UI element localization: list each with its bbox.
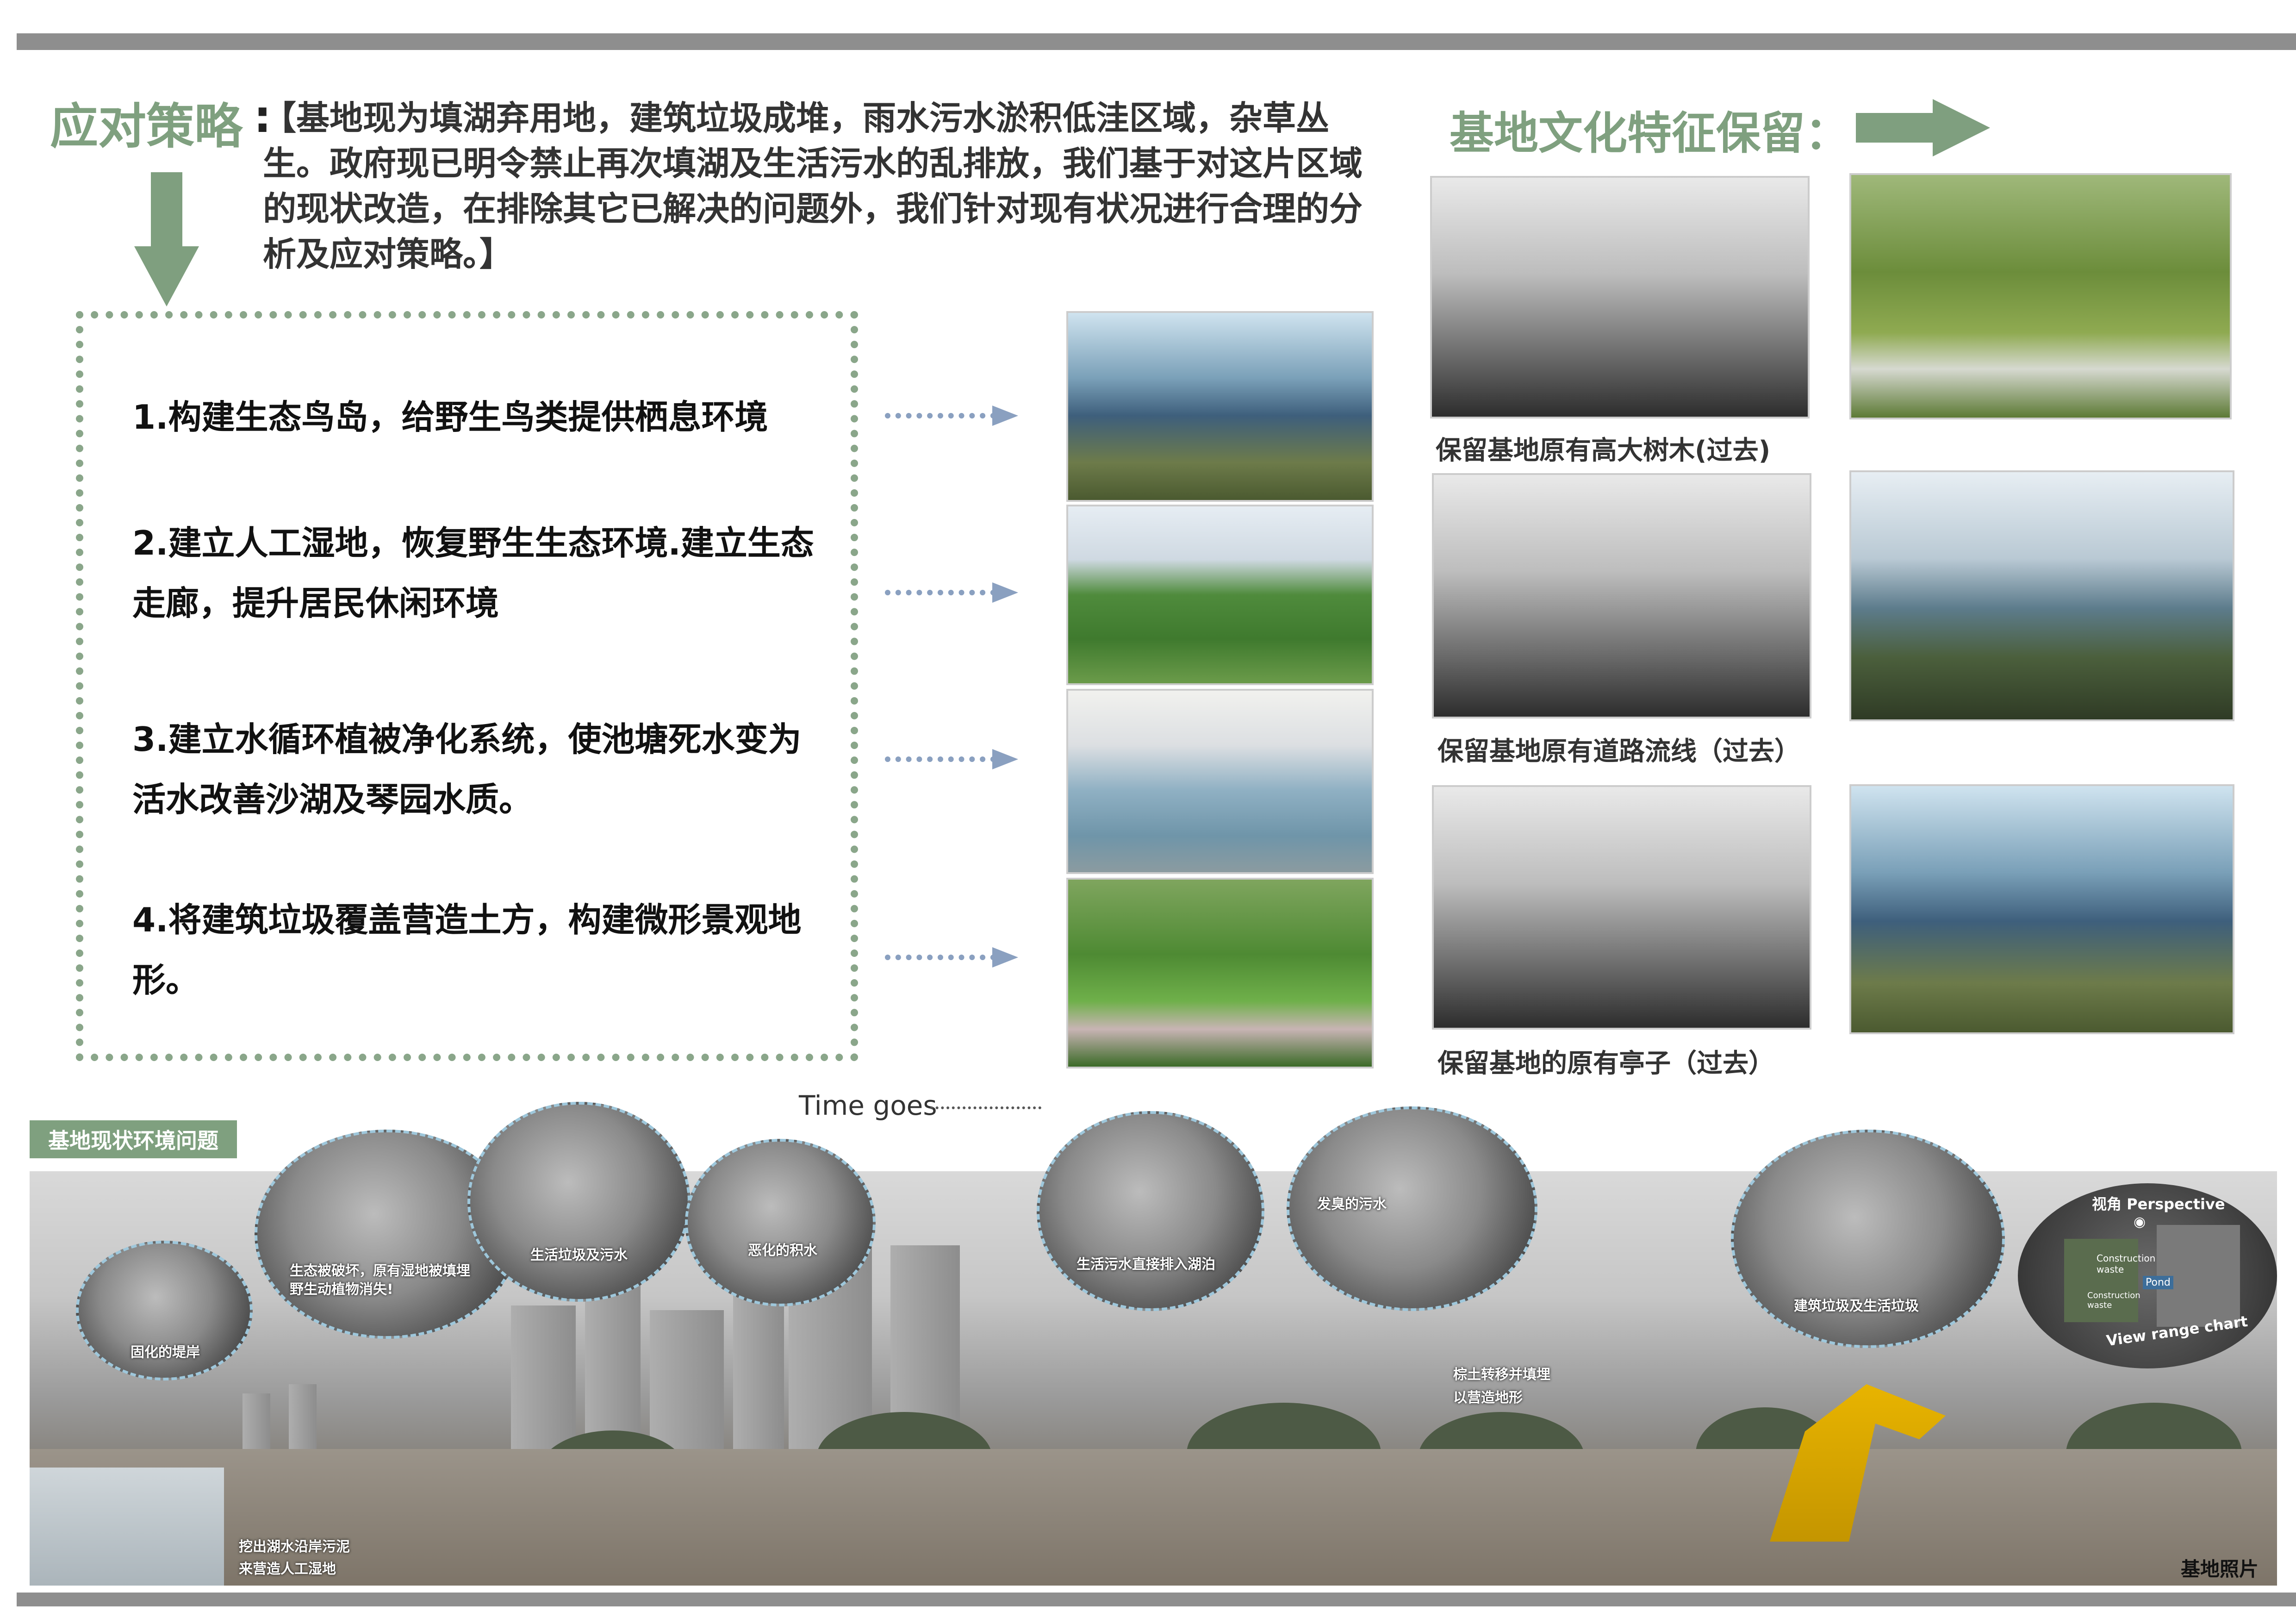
map-pond: Pond — [2143, 1276, 2173, 1289]
perspective-title: 视角 Perspective — [2092, 1195, 2225, 1213]
strategy-item-1: 1.构建生态鸟岛，给野生鸟类提供栖息环境 — [132, 398, 768, 437]
photo-road-future — [1849, 470, 2234, 721]
note-dig-mud-1: 挖出湖水沿岸污泥 — [239, 1539, 350, 1555]
intro-paragraph: 【基地现为填湖弃用地，建筑垃圾成堆，雨水污水淤积低洼区域，杂草丛生。政府现已明令… — [263, 99, 1363, 274]
circle-domestic-garbage: 生活垃圾及污水 — [467, 1102, 691, 1302]
strategy-box — [76, 311, 858, 1061]
circle-solidified-bank: 固化的堤岸 — [76, 1241, 253, 1380]
photo-micro-terrain — [1066, 878, 1374, 1068]
circle-construction-waste: 建筑垃圾及生活垃圾 — [1731, 1130, 2005, 1348]
circle-sewage-lake: 生活污水直接排入湖泊 — [1037, 1111, 1264, 1311]
strategy-colon: : — [254, 91, 272, 143]
strategy-title: 应对策略 — [50, 98, 243, 155]
dotted-arrow-1 — [885, 406, 1024, 426]
strategy-item-4: 4.将建筑垃圾覆盖营造土方，构建微形景观地形。 — [132, 900, 802, 999]
circle-smelly-sewage: 发臭的污水 — [1287, 1106, 1537, 1311]
strategy-item-3: 3.建立水循环植被净化系统，使池塘死水变为活水改善沙湖及琴园水质。 — [132, 720, 802, 819]
photo-wetland — [1066, 505, 1374, 685]
photo-pavilion-past — [1432, 785, 1811, 1030]
note-brown-soil-1: 棕土转移并填埋 — [1453, 1367, 1550, 1383]
right-arrow-icon — [1856, 99, 1990, 156]
time-goes-label: Time goes — [799, 1090, 937, 1121]
map-construction-waste-1: Construction waste — [2097, 1253, 2156, 1275]
site-label: 基地现状环境问题 — [30, 1120, 237, 1158]
dotted-arrow-2 — [885, 582, 1024, 603]
perspective-map: 视角 Perspective ◉ Construction waste Pond… — [2018, 1183, 2277, 1368]
bottom-bar — [17, 1593, 2296, 1606]
circle-stagnant-water: 恶化的积水 — [685, 1139, 876, 1306]
caption-road: 保留基地原有道路流线（过去） — [1437, 737, 1800, 767]
photo-trees-future — [1849, 173, 2232, 419]
dotted-arrow-3 — [885, 749, 1024, 769]
dotted-arrow-4 — [885, 947, 1024, 968]
note-dig-mud-2: 来营造人工湿地 — [239, 1561, 336, 1577]
time-goes-arrow — [930, 1106, 1041, 1109]
site-photo-label: 基地照片 — [2181, 1558, 2259, 1580]
eye-icon: ◉ — [2134, 1214, 2146, 1230]
top-bar — [17, 33, 2296, 50]
photo-bird-island — [1066, 311, 1374, 502]
culture-title: 基地文化特征保留： — [1450, 107, 1849, 159]
down-arrow-icon — [134, 172, 199, 306]
caption-trees: 保留基地原有高大树木(过去) — [1436, 436, 1771, 466]
map-construction-waste-2: Construction waste — [2087, 1291, 2140, 1310]
photo-road-past — [1432, 473, 1811, 718]
strategy-item-2: 2.建立人工湿地，恢复野生生态环境.建立生态走廊，提升居民休闲环境 — [132, 524, 814, 623]
photo-water-cycle — [1066, 689, 1374, 874]
note-brown-soil-2: 以营造地形 — [1453, 1390, 1523, 1406]
photo-pavilion-future — [1849, 784, 2234, 1034]
photo-trees-past — [1430, 176, 1810, 418]
caption-pavilion: 保留基地的原有亭子（过去） — [1437, 1049, 1774, 1079]
